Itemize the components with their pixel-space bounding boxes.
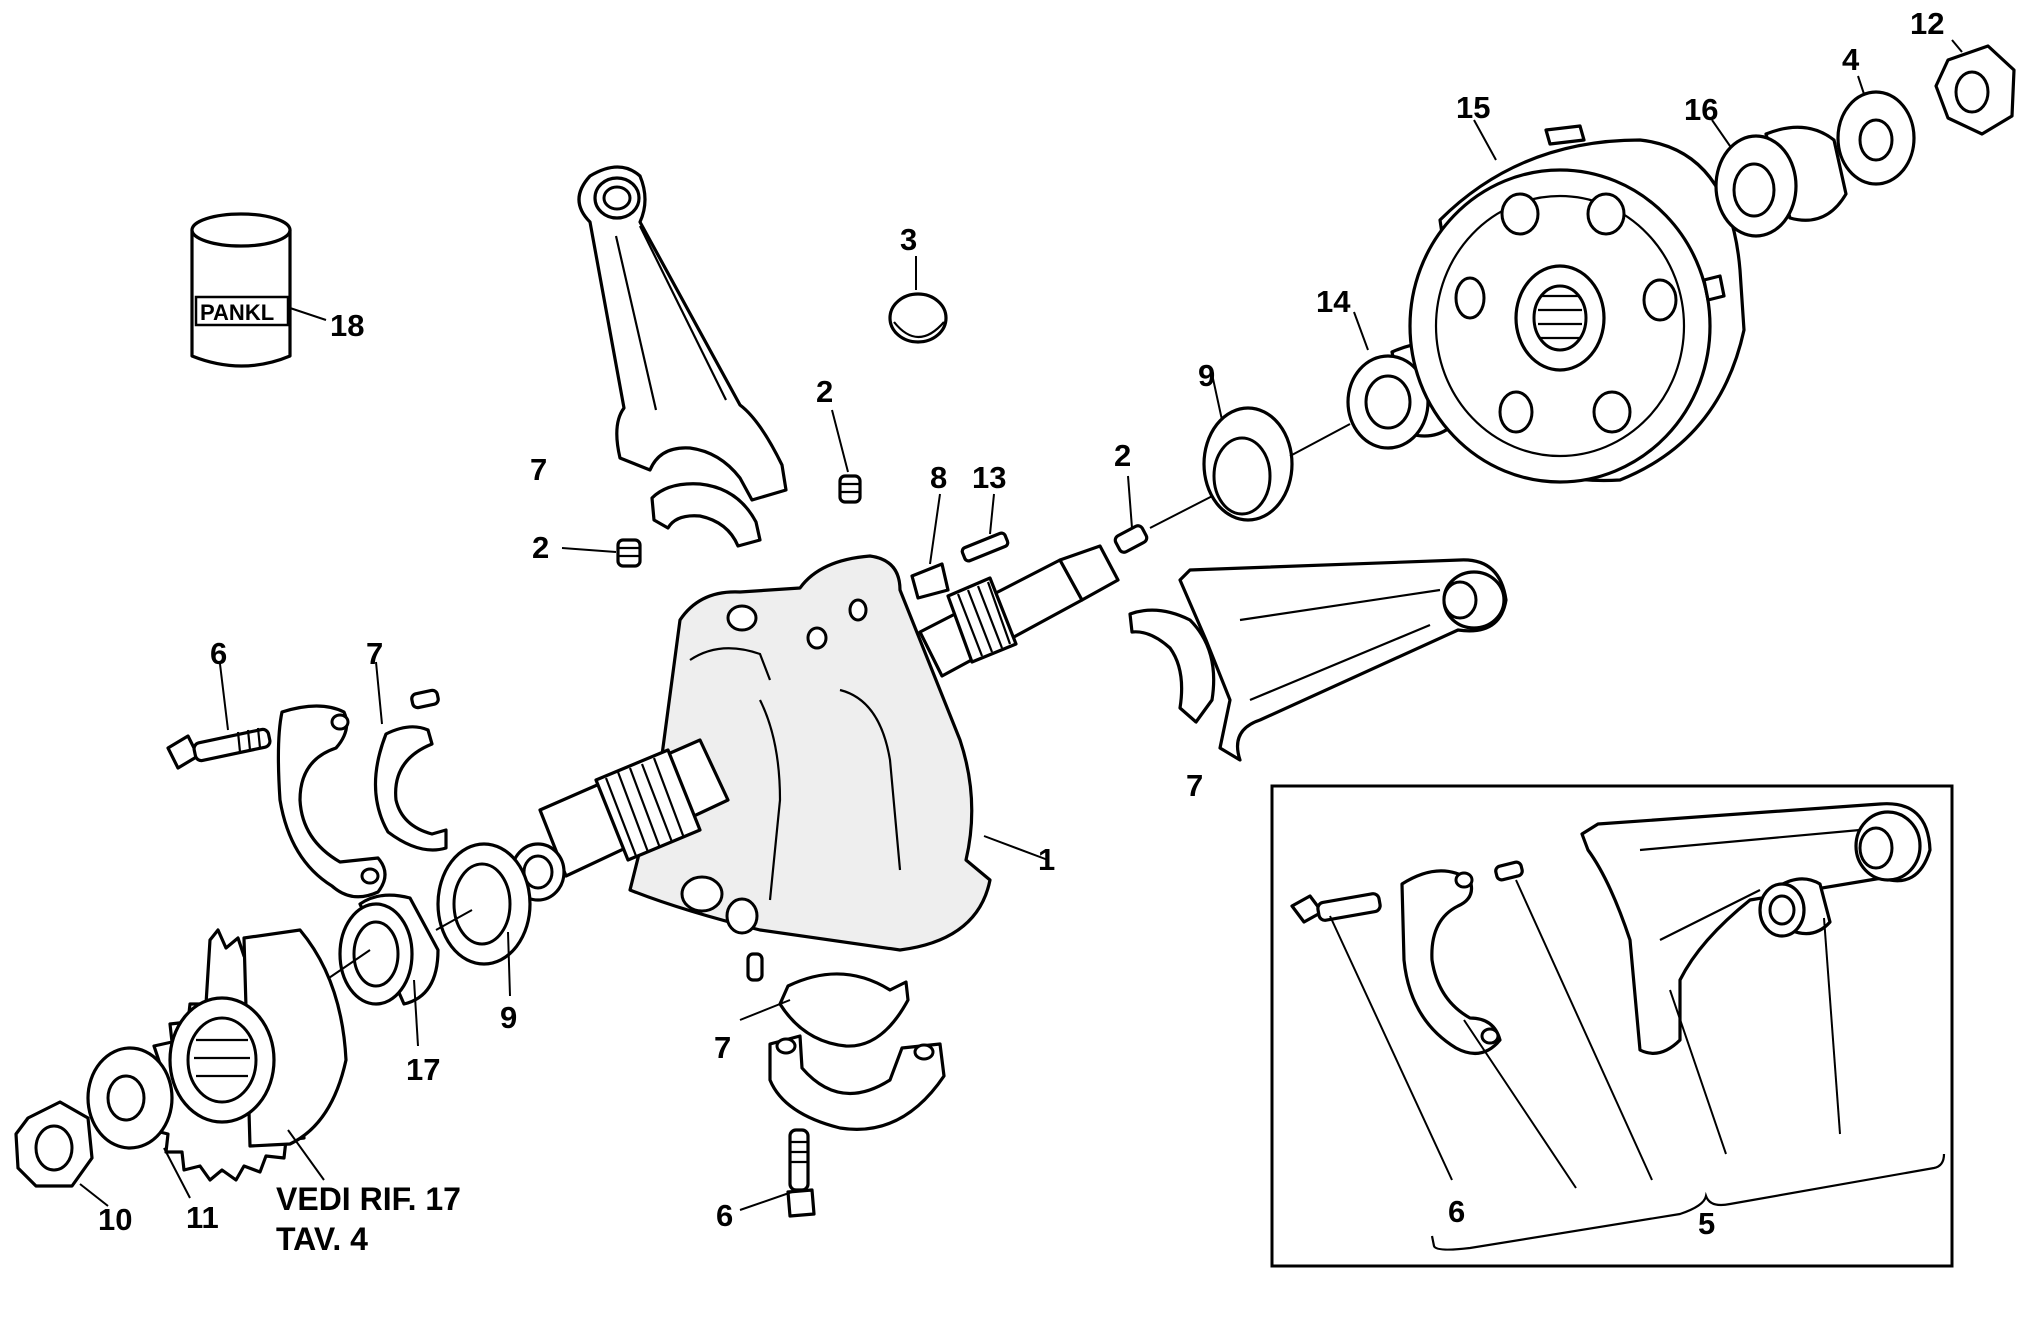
label-part-2-b: 2 (532, 530, 549, 565)
part-16-bushing (1711, 119, 1848, 238)
label-part-9-b: 9 (1198, 358, 1215, 393)
part-9-washer-lower (435, 842, 532, 997)
reference-note-line-2: TAV. 4 (276, 1221, 368, 1257)
label-part-12: 12 (1910, 6, 1944, 41)
part-1-crankshaft (510, 544, 1120, 952)
label-part-11: 11 (186, 1200, 219, 1235)
label-part-16: 16 (1684, 92, 1718, 127)
lower-bearing-cap-assembly (739, 952, 946, 1218)
label-part-10: 10 (98, 1202, 132, 1237)
label-part-18: 18 (330, 308, 364, 343)
pankl-brand-label: PANKL (200, 300, 274, 325)
timing-gear (142, 928, 348, 1182)
label-part-8: 8 (930, 460, 947, 495)
label-part-4: 4 (1842, 42, 1860, 77)
left-bearing-cap-assembly (166, 661, 448, 899)
part-4-washer (1836, 75, 1916, 186)
right-connecting-rod (1128, 558, 1508, 762)
label-part-7-c: 7 (1186, 768, 1203, 803)
label-part-15: 15 (1456, 90, 1490, 125)
part-12-nut (1934, 39, 2016, 136)
part-2-grub-screw-c (1113, 475, 1229, 554)
part-17-seal (325, 893, 440, 1047)
reference-note-line-1: VEDI RIF. 17 (276, 1181, 461, 1217)
label-part-7-a: 7 (530, 452, 547, 487)
inset-conrod-kit (1270, 784, 1954, 1268)
label-part-13: 13 (972, 460, 1006, 495)
label-part-6-b: 6 (716, 1198, 733, 1233)
part-11-washer (86, 1046, 191, 1199)
label-part-14: 14 (1316, 284, 1351, 319)
part-18-pankl-can: PANKL (190, 212, 327, 368)
part-9-washer-top (1202, 373, 1351, 522)
part-3-plug (888, 256, 948, 344)
label-part-17: 17 (406, 1052, 440, 1087)
label-part-6-a: 6 (210, 636, 227, 671)
label-part-2-a: 2 (816, 374, 833, 409)
label-part-6-c: 6 (1448, 1194, 1465, 1229)
label-part-3: 3 (900, 222, 917, 257)
part-2-grub-screw-a (831, 409, 862, 504)
label-part-7-d: 7 (714, 1030, 731, 1065)
part-15-flywheel (1408, 119, 1746, 484)
label-part-9-a: 9 (500, 1000, 517, 1035)
upper-connecting-rod (577, 165, 788, 548)
part-10-nut (14, 1100, 109, 1207)
part-2-grub-screw-b (561, 538, 642, 568)
part-8-key (910, 493, 950, 600)
label-part-5: 5 (1698, 1206, 1715, 1241)
part-13-pin (960, 493, 1010, 563)
label-part-2-c: 2 (1114, 438, 1131, 473)
label-part-7-b: 7 (366, 636, 383, 671)
label-part-1: 1 (1038, 842, 1055, 877)
